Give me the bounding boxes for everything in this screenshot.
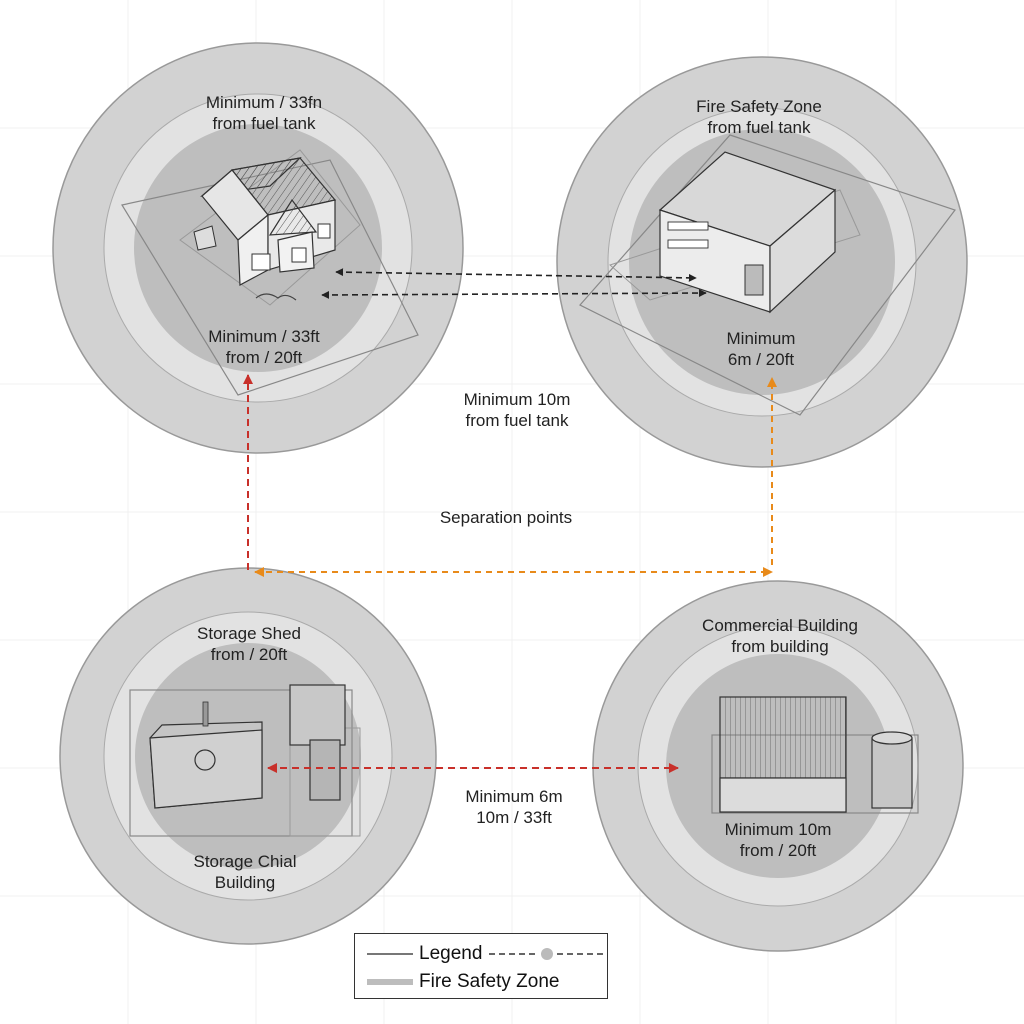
legend-box: Legend Fire Safety Zone xyxy=(354,933,608,999)
center-label-middle: Separation points xyxy=(439,508,573,527)
arrow-black-lower xyxy=(321,289,707,299)
arrows-red xyxy=(243,374,679,773)
arrows-orange xyxy=(254,377,777,577)
legend-row-zone: Fire Safety Zone xyxy=(355,966,607,996)
legend-row-line: Legend xyxy=(355,938,607,968)
arrows-black xyxy=(321,268,707,299)
arrow-black-upper xyxy=(335,268,697,282)
legend-label-legend: Legend xyxy=(419,943,483,964)
house-icon xyxy=(193,157,337,301)
legend-label-fire-safety-zone: Fire Safety Zone xyxy=(419,971,560,992)
legend-line-swatches xyxy=(367,948,603,960)
storage-shed-icon xyxy=(149,684,346,809)
legend-zone-swatch xyxy=(367,979,413,985)
commercial-building-icon xyxy=(719,696,913,813)
office-building-icon xyxy=(658,151,837,314)
